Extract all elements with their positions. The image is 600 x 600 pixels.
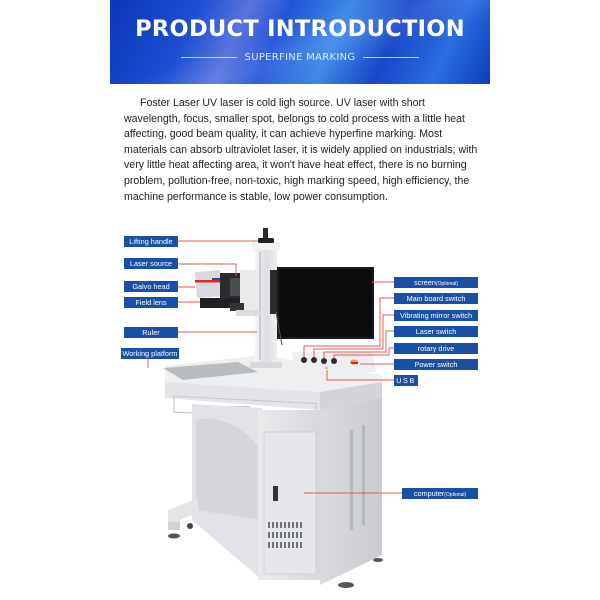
label-lifting-handle: Lifting handle <box>124 236 178 247</box>
divider-line <box>180 57 237 58</box>
banner-subtitle-row: SUPERFINE MARKING <box>110 52 490 63</box>
header-banner: PRODUCT INTRODUCTION SUPERFINE MARKING <box>110 0 490 84</box>
label-power-switch: Power switch <box>394 359 478 370</box>
label-screen-note: (Optional) <box>435 281 458 287</box>
label-computer-note: (Optional) <box>444 492 467 498</box>
label-laser-source: Laser source <box>124 258 178 269</box>
leader-lines-right <box>303 281 402 494</box>
intro-text: Foster Laser UV laser is cold ligh sourc… <box>124 97 478 203</box>
label-rotary-drive: rotary drive <box>394 343 478 354</box>
leader-lines-left <box>147 240 258 368</box>
divider-line <box>363 57 420 58</box>
intro-paragraph: Foster Laser UV laser is cold ligh sourc… <box>124 96 480 205</box>
control-panel <box>292 352 376 374</box>
label-main-board-switch: Main board switch <box>394 293 478 304</box>
label-galvo-head: Galvo head <box>124 281 178 292</box>
banner-subtitle: SUPERFINE MARKING <box>244 52 356 63</box>
label-screen-text: screen <box>414 278 436 287</box>
cabinet-foot <box>168 498 198 539</box>
banner-title: PRODUCT INTRODUCTION <box>135 16 465 42</box>
table-top <box>163 355 382 421</box>
label-working-platform: Working platform <box>121 348 179 359</box>
label-laser-switch: Laser switch <box>394 326 478 337</box>
label-vibrating-mirror-switch: Vibrating mirror switch <box>394 310 478 321</box>
label-field-lens: Field lens <box>124 297 178 308</box>
laser-head <box>195 270 260 316</box>
cabinet <box>192 398 383 588</box>
monitor <box>270 267 374 346</box>
label-usb: USB <box>394 375 418 386</box>
lifting-handle <box>258 228 274 243</box>
label-screen: screen(Optional) <box>394 277 478 288</box>
label-computer-text: computer <box>413 489 445 498</box>
label-ruler: Ruler <box>124 327 178 338</box>
label-computer: computer(Optional) <box>402 488 478 499</box>
